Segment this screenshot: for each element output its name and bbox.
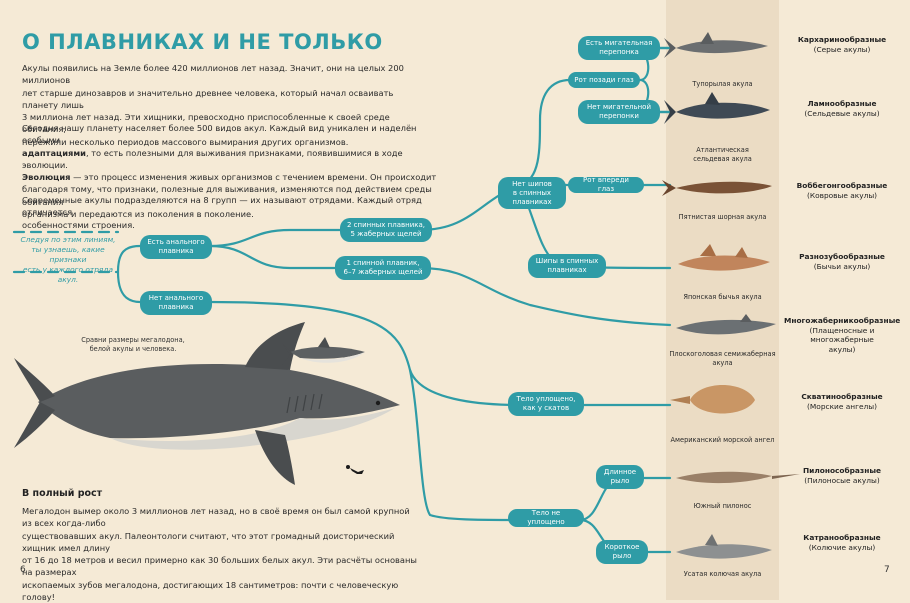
group-label: Многожаберникообразные(Плащеносные и мно… xyxy=(784,316,901,354)
group-label: Воббегонгообразные(Ковровые акулы) xyxy=(796,181,888,200)
species-label: Атлантическая сельдевая акула xyxy=(693,146,752,163)
species-column-background xyxy=(666,0,779,600)
shark-epaulette xyxy=(676,181,772,194)
node-mouth-in-front-of-eyes: Рот впереди глаз xyxy=(568,176,644,193)
branch-not-flat xyxy=(408,368,522,522)
node-short-snout: Короткое рыло xyxy=(596,540,648,564)
branch-nictitating xyxy=(638,46,672,114)
node-nictitating-yes: Есть мигательная перепонка xyxy=(578,36,660,60)
species-label: Усатая колючая акула xyxy=(683,570,762,578)
branch-mouth-behind xyxy=(518,78,572,187)
node-nictitating-no: Нет мигательной перепонки xyxy=(578,100,660,124)
group-label: Пилонособразные(Пилоносые акулы) xyxy=(802,466,882,485)
shark-dogfish xyxy=(676,544,772,559)
intro-paragraph-1: Акулы появились на Земле более 420 милли… xyxy=(22,63,404,147)
page-title: О ПЛАВНИКАХ И НЕ ТОЛЬКО xyxy=(22,30,383,54)
group-label: Разнозубообразные(Бычьи акулы) xyxy=(799,252,885,271)
node-flat-body: Тело уплощено, как у скатов xyxy=(508,392,584,416)
group-label: Скватинообразные(Морские ангелы) xyxy=(801,392,883,411)
node-two-dorsal-fins: 2 спинных плавника, 5 жаберных щелей xyxy=(340,218,432,242)
size-compare-caption: Сравни размеры мегалодона, белой акулы и… xyxy=(81,336,185,353)
white-shark-illustration xyxy=(282,337,365,365)
group-label: Кархаринообразные(Серые акулы) xyxy=(797,35,887,54)
node-spines: Шипы в спинных плавниках xyxy=(528,254,606,278)
node-long-snout: Длинное рыло xyxy=(596,465,644,489)
species-label: Плоскоголовая семижаберная акула xyxy=(669,350,776,367)
diagram-hint: Следуя по этим линиям, ты узнаешь, какие… xyxy=(20,235,116,284)
intro-paragraph-3: Современные акулы подразделяются на 8 гр… xyxy=(22,195,422,230)
species-label: Японская бычья акула xyxy=(683,293,762,301)
term-evolution: Эволюция xyxy=(22,172,71,183)
node-one-dorsal-fin: 1 спинной плавник, 6–7 жаберных щелей xyxy=(335,256,431,280)
species-label: Американский морской ангел xyxy=(670,436,775,444)
species-label: Южный пилонос xyxy=(693,502,752,510)
branch-flat xyxy=(208,300,672,407)
node-mouth-behind-eyes: Рот позади глаз xyxy=(568,72,640,88)
shark-porbeagle xyxy=(676,102,770,119)
node-not-flat-body: Тело не уплощено xyxy=(508,509,584,527)
section-heading: В полный рост xyxy=(22,488,103,499)
species-label: Тупорылая акула xyxy=(692,80,753,88)
diver-illustration xyxy=(346,465,364,474)
shark-sawshark xyxy=(676,471,772,484)
species-illustrations xyxy=(662,32,800,559)
term-adaptations: адаптациями xyxy=(22,147,86,158)
species-label: Пятнистая шорная акула xyxy=(678,213,767,221)
shark-angelshark xyxy=(690,385,755,414)
shark-hornshark xyxy=(678,255,770,271)
trunk-branch xyxy=(116,244,142,304)
intro-paragraph-2: Сегодня нашу планету населяет более 500 … xyxy=(22,123,437,220)
page-number-left: 6 xyxy=(20,565,26,575)
node-anal-fin-no: Нет анального плавника xyxy=(140,291,212,315)
page-number-right: 7 xyxy=(884,565,890,575)
node-anal-fin-yes: Есть анального плавника xyxy=(140,235,212,259)
shark-blacktip xyxy=(676,40,768,54)
group-label: Ламнообразные(Сельдевые акулы) xyxy=(804,99,880,118)
node-no-spines: Нет шипов в спинных плавниках xyxy=(498,177,566,209)
shark-sevengill xyxy=(676,319,776,335)
megalodon-illustration xyxy=(14,322,400,485)
group-label: Катранообразные(Колючие акулы) xyxy=(803,533,881,552)
megalodon-paragraph: Мегалодон вымер около 3 миллионов лет на… xyxy=(22,506,417,603)
branch-one-fin xyxy=(208,244,672,327)
